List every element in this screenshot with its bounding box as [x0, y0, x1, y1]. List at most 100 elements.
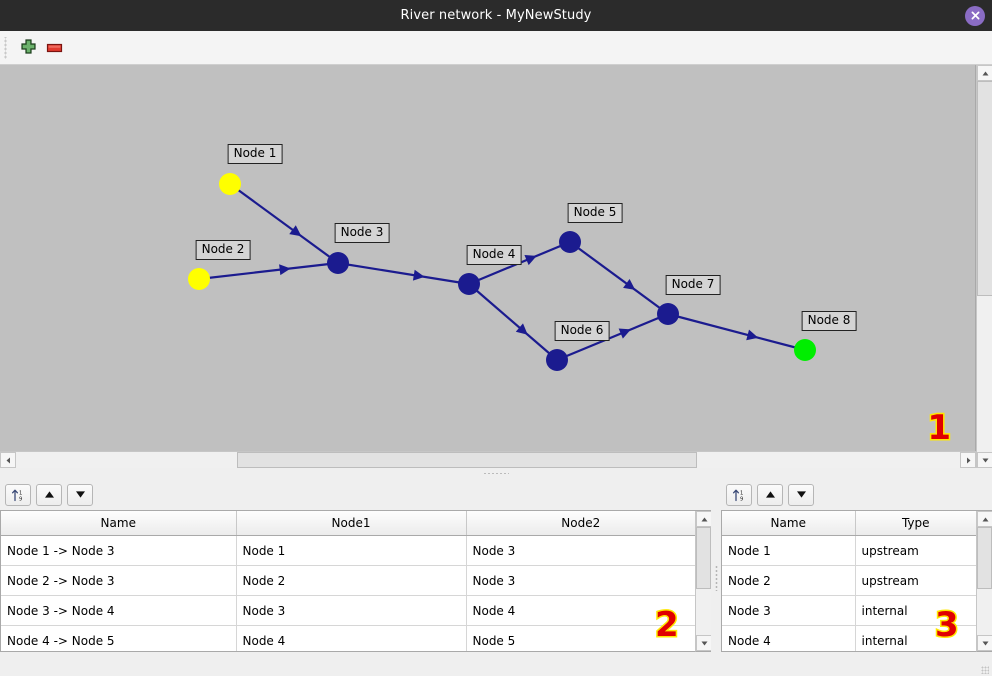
table-cell[interactable]: Node 2: [236, 565, 467, 596]
graph-vscroll-thumb[interactable]: [977, 81, 992, 296]
reaches-move-up-button[interactable]: [36, 483, 62, 506]
table-cell[interactable]: Node 3 -> Node 4: [1, 595, 237, 626]
table-cell[interactable]: Node 4 -> Node 5: [1, 625, 237, 651]
reaches-vscroll-thumb[interactable]: [696, 527, 711, 589]
close-icon[interactable]: [965, 5, 985, 26]
reaches-vscroll-track[interactable]: [696, 527, 711, 635]
table-cell[interactable]: Node 1: [236, 535, 467, 566]
table-cell[interactable]: Node 4: [722, 625, 856, 651]
graph-node[interactable]: [546, 349, 568, 371]
arrow-up-icon: [44, 491, 54, 498]
graph-edge[interactable]: [556, 312, 669, 362]
nodes-sort-button[interactable]: 1 9: [726, 483, 752, 506]
table-cell[interactable]: Node 4: [236, 625, 467, 651]
scroll-left-button[interactable]: [0, 452, 16, 468]
graph-node[interactable]: [458, 273, 480, 295]
edge-arrow-icon: [618, 328, 631, 339]
reaches-scroll-down-button[interactable]: [696, 635, 712, 651]
column-header-type[interactable]: Type: [855, 511, 976, 536]
nodes-move-up-button[interactable]: [757, 483, 783, 506]
graph-vscroll-track[interactable]: [977, 81, 992, 452]
graph-hscroll-track[interactable]: [16, 452, 960, 468]
graph-edge[interactable]: [667, 312, 806, 352]
table-cell[interactable]: Node 1: [722, 535, 856, 566]
horizontal-splitter[interactable]: [0, 468, 992, 479]
table-cell[interactable]: upstream: [855, 565, 976, 596]
graph-node[interactable]: [219, 173, 241, 195]
graph-node[interactable]: [327, 252, 349, 274]
graph-node-label[interactable]: Node 5: [567, 203, 623, 223]
graph-node-label[interactable]: Node 2: [195, 240, 251, 260]
table-cell[interactable]: upstream: [855, 535, 976, 566]
graph-horizontal-scrollbar[interactable]: [0, 451, 976, 468]
graph-node[interactable]: [657, 303, 679, 325]
nodes-scroll-down-button[interactable]: [977, 635, 992, 651]
table-cell[interactable]: Node 5: [466, 625, 695, 651]
table-cell[interactable]: Node 3: [236, 595, 467, 626]
graph-node-label[interactable]: Node 3: [334, 223, 390, 243]
scroll-down-button[interactable]: [977, 452, 992, 468]
graph-node-label[interactable]: Node 6: [554, 321, 610, 341]
column-header-node1[interactable]: Node1: [236, 511, 467, 536]
nodes-vertical-scrollbar[interactable]: [976, 511, 992, 652]
sort-ascending-icon: 1 9: [11, 489, 22, 502]
table-cell[interactable]: internal: [855, 595, 976, 626]
vertical-splitter[interactable]: [711, 479, 721, 676]
nodes-scroll-up-button[interactable]: [977, 511, 992, 527]
arrow-down-icon: [75, 491, 85, 498]
graph-canvas-viewport[interactable]: Node 1 Node 2 Node 3 Node 4 Node 5 Node 6 Node…: [0, 65, 976, 451]
nodes-vscroll-thumb[interactable]: [977, 527, 992, 589]
delete-node-button[interactable]: [41, 36, 67, 60]
table-cell[interactable]: Node 4: [466, 595, 695, 626]
toolbar-drag-handle[interactable]: [3, 36, 10, 59]
graph-edge[interactable]: [198, 261, 339, 281]
add-node-button[interactable]: [15, 36, 41, 60]
table-cell[interactable]: Node 2 -> Node 3: [1, 565, 237, 596]
nodes-vscroll-track[interactable]: [977, 527, 992, 635]
edge-arrow-icon: [746, 329, 759, 341]
graph-node-label[interactable]: Node 7: [665, 275, 721, 295]
graph-node-label[interactable]: Node 8: [801, 311, 857, 331]
graph-edge[interactable]: [229, 183, 339, 264]
graph-node-label[interactable]: Node 1: [227, 144, 283, 164]
graph-node[interactable]: [559, 231, 581, 253]
column-header-name[interactable]: Name: [722, 511, 856, 536]
table-cell[interactable]: internal: [855, 625, 976, 651]
scroll-up-button[interactable]: [977, 65, 992, 81]
reaches-vertical-scrollbar[interactable]: [695, 511, 712, 652]
scroll-right-button[interactable]: [960, 452, 976, 468]
table-cell[interactable]: Node 3: [722, 595, 856, 626]
triangle-down-icon: [701, 641, 707, 645]
graph-canvas[interactable]: Node 1 Node 2 Node 3 Node 4 Node 5 Node 6 Node…: [0, 65, 975, 451]
column-header-node2[interactable]: Node2: [466, 511, 695, 536]
nodes-move-down-button[interactable]: [788, 483, 814, 506]
table-cell[interactable]: Node 1 -> Node 3: [1, 535, 237, 566]
resize-grip-icon[interactable]: [981, 666, 989, 674]
graph-vertical-scrollbar[interactable]: [976, 65, 992, 468]
graph-edge[interactable]: [569, 241, 669, 315]
graph-node[interactable]: [794, 339, 816, 361]
table-cell[interactable]: Node 2: [722, 565, 856, 596]
column-header-name[interactable]: Name: [1, 511, 237, 536]
reaches-sort-button[interactable]: 1 9: [5, 483, 31, 506]
graph-node[interactable]: [188, 268, 210, 290]
table-cell[interactable]: Node 3: [466, 565, 695, 596]
reaches-scroll-up-button[interactable]: [696, 511, 712, 527]
graph-hscroll-thumb[interactable]: [237, 452, 697, 468]
graph-node-label[interactable]: Node 4: [466, 245, 522, 265]
reaches-move-down-button[interactable]: [67, 483, 93, 506]
table-cell[interactable]: Node 3: [466, 535, 695, 566]
graph-edge[interactable]: [337, 261, 470, 286]
graph-edge[interactable]: [468, 283, 558, 361]
